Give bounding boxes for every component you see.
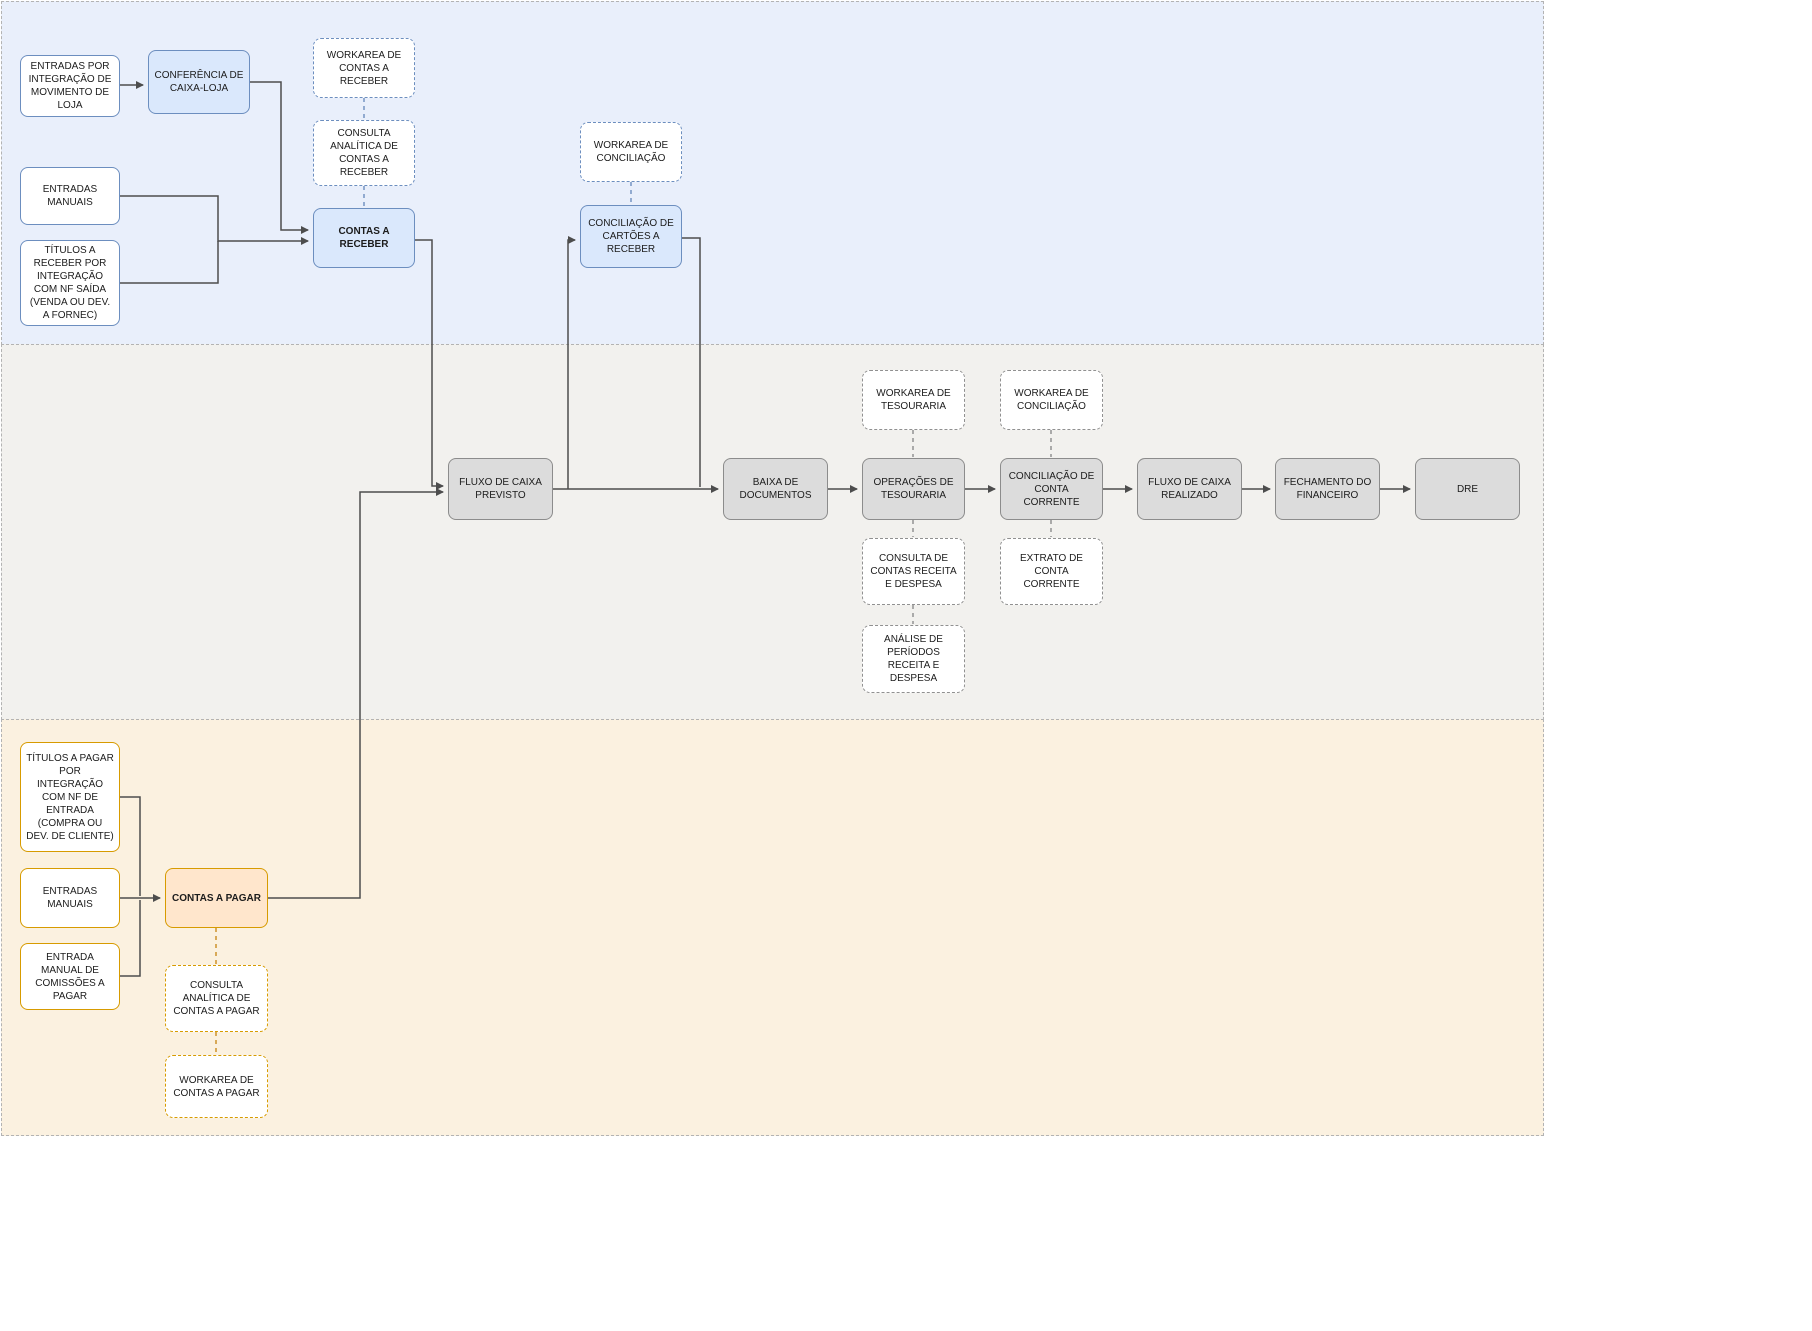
node-contas-a-receber: CONTAS A RECEBER (313, 208, 415, 268)
node-entrada-comissoes-pagar: ENTRADA MANUAL DE COMISSÕES A PAGAR (20, 943, 120, 1010)
node-analise-periodos: ANÁLISE DE PERÍODOS RECEITA E DESPESA (862, 625, 965, 693)
node-extrato-conta-corrente: EXTRATO DE CONTA CORRENTE (1000, 538, 1103, 605)
node-entradas-integracao-loja: ENTRADAS POR INTEGRAÇÃO DE MOVIMENTO DE … (20, 55, 120, 117)
node-entradas-manuais-receber: ENTRADAS MANUAIS (20, 167, 120, 225)
band-tesouraria (1, 344, 1544, 720)
node-dre: DRE (1415, 458, 1520, 520)
node-fluxo-caixa-realizado: FLUXO DE CAIXA REALIZADO (1137, 458, 1242, 520)
node-titulos-receber: TÍTULOS A RECEBER POR INTEGRAÇÃO COM NF … (20, 240, 120, 326)
node-consulta-analitica-receber: CONSULTA ANALÍTICA DE CONTAS A RECEBER (313, 120, 415, 186)
node-fluxo-caixa-previsto: FLUXO DE CAIXA PREVISTO (448, 458, 553, 520)
node-consulta-receita-despesa: CONSULTA DE CONTAS RECEITA E DESPESA (862, 538, 965, 605)
node-workarea-conciliacao-conta: WORKAREA DE CONCILIAÇÃO (1000, 370, 1103, 430)
node-conciliacao-cartoes: CONCILIAÇÃO DE CARTÕES A RECEBER (580, 205, 682, 268)
node-fechamento-financeiro: FECHAMENTO DO FINANCEIRO (1275, 458, 1380, 520)
node-titulos-pagar: TÍTULOS A PAGAR POR INTEGRAÇÃO COM NF DE… (20, 742, 120, 852)
node-workarea-tesouraria: WORKAREA DE TESOURARIA (862, 370, 965, 430)
node-contas-a-pagar: CONTAS A PAGAR (165, 868, 268, 928)
node-consulta-analitica-pagar: CONSULTA ANALÍTICA DE CONTAS A PAGAR (165, 965, 268, 1032)
node-entradas-manuais-pagar: ENTRADAS MANUAIS (20, 868, 120, 928)
node-workarea-conciliacao-cartoes: WORKAREA DE CONCILIAÇÃO (580, 122, 682, 182)
node-workarea-contas-pagar: WORKAREA DE CONTAS A PAGAR (165, 1055, 268, 1118)
node-conciliacao-conta-corrente: CONCILIAÇÃO DE CONTA CORRENTE (1000, 458, 1103, 520)
node-baixa-documentos: BAIXA DE DOCUMENTOS (723, 458, 828, 520)
node-conferencia-caixa-loja: CONFERÊNCIA DE CAIXA-LOJA (148, 50, 250, 114)
node-workarea-contas-receber: WORKAREA DE CONTAS A RECEBER (313, 38, 415, 98)
node-operacoes-tesouraria: OPERAÇÕES DE TESOURARIA (862, 458, 965, 520)
